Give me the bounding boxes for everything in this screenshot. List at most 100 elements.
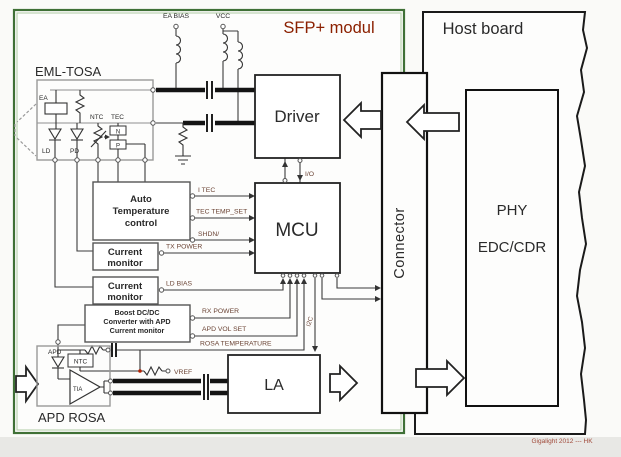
atc-signal-lines — [195, 195, 253, 241]
eml-tosa-box — [36, 79, 154, 161]
boost-box — [84, 304, 191, 343]
ld-label: LD — [42, 148, 51, 155]
boost-label-line3: Current monitor — [110, 326, 165, 335]
current-monitor-2-box — [92, 276, 159, 305]
capacitor-tx-plus — [206, 81, 213, 99]
block-arrow-phy-to-connector — [405, 102, 460, 142]
atc-box — [92, 181, 191, 241]
pd-label: PD — [70, 148, 79, 155]
signal-i2c: I2C — [305, 316, 315, 328]
capacitor-rosa — [111, 343, 117, 357]
signal-io: I/O — [305, 171, 314, 178]
phy-box — [465, 89, 559, 407]
bottom-gray-band — [0, 437, 621, 457]
block-arrow-connector-to-phy — [415, 358, 466, 398]
monitor-signals — [116, 250, 381, 352]
io-down-arrow-icon — [297, 175, 303, 181]
ld-bias-arrow-icon — [280, 278, 286, 284]
boost-label-line1: Boost DC/DC — [114, 308, 159, 317]
bias-network — [175, 29, 244, 123]
current-monitor-1-line1: Current — [108, 247, 143, 258]
tia-outputs — [100, 380, 110, 394]
atc-label-line3: control — [125, 218, 157, 229]
connector-label: Connector — [392, 207, 408, 278]
diode-ld — [48, 128, 62, 141]
capacitor-tx-minus — [206, 114, 213, 132]
atc-label-line2: Temperature — [113, 206, 170, 217]
la-box — [227, 354, 321, 414]
rosa-ntc-label: NTC — [74, 359, 88, 366]
signal-tec-temp-set: TEC TEMP_SET — [196, 209, 247, 216]
block-arrow-connector-to-driver — [342, 100, 382, 140]
tec-temp-set-arrow-icon — [249, 215, 255, 221]
eml-tosa-internals — [37, 89, 153, 160]
atc-mcu-signals — [195, 193, 255, 243]
mcu-label: MCU — [275, 220, 318, 241]
tec-n-label: N — [116, 130, 120, 136]
lens-icon — [14, 103, 37, 157]
rx-power-line — [195, 280, 291, 319]
junction-dot — [138, 369, 142, 373]
ground-icon — [175, 155, 191, 165]
rosa-temp-line — [116, 280, 305, 351]
optical-input-arrow — [15, 364, 40, 404]
signal-ld-bias: LD BIAS — [166, 281, 193, 288]
host-board-title: Host board — [443, 20, 524, 38]
io-up-arrow-icon — [282, 161, 288, 167]
thermistor-arrow — [90, 130, 107, 148]
apd-rosa-box — [36, 345, 111, 407]
inductor-ea-bias — [175, 35, 182, 64]
block-arrow-la-to-connector — [329, 363, 359, 403]
diode-ld-bar — [49, 139, 61, 160]
current-monitor-1-line2: monitor — [107, 258, 143, 269]
terminals — [52, 23, 340, 396]
thermistor-ntc — [92, 123, 104, 160]
resistor-tosa — [74, 90, 86, 123]
apd-label: APD — [48, 349, 62, 356]
tia-amplifier — [69, 368, 102, 406]
inductor-vcc-1 — [222, 33, 229, 62]
ntc-label: NTC — [90, 114, 104, 121]
shdn-arrow-icon — [249, 237, 255, 243]
tx-power-arrow-icon — [249, 250, 255, 256]
driver-box — [254, 74, 341, 159]
current-monitor-1-box — [92, 242, 159, 271]
mcu-conn-arrow1-icon — [375, 285, 381, 291]
capacitor-rx — [203, 374, 209, 400]
ntc-tec-arrow-icon — [105, 134, 110, 140]
mcu-conn-arrow2-icon — [375, 296, 381, 302]
signal-i-tec: I TEC — [198, 187, 215, 194]
signal-rosa-temperature: ROSA TEMPERATURE — [200, 341, 272, 348]
i-tec-arrow-icon — [249, 193, 255, 199]
rx-diff-lines — [113, 374, 228, 400]
rx-lines — [113, 378, 228, 396]
apd-vol-set-line — [195, 280, 298, 337]
ea-bias-label: EA BIAS — [163, 13, 190, 20]
inductor-vcc-2 — [237, 41, 244, 70]
signal-apd-vol-set: APD VOL SET — [202, 326, 246, 333]
i2c-arrow-icon — [312, 346, 318, 352]
la-label: LA — [264, 377, 284, 394]
signal-shdn: SHDN/ — [198, 231, 219, 238]
diode-pd — [70, 128, 84, 141]
tec-p-label: P — [116, 144, 120, 150]
tec-leads — [117, 123, 146, 160]
rx-power-arrow-icon — [287, 278, 293, 284]
tec-label: TEC — [111, 114, 124, 121]
ea-label: EA — [39, 95, 48, 102]
vcc-label: VCC — [216, 13, 230, 20]
tosa-pin-wires — [54, 162, 146, 288]
rosa-temp-arrow-icon — [301, 278, 307, 284]
resistor-termination — [177, 123, 189, 156]
signal-tx-power: TX POWER — [166, 244, 202, 251]
current-monitor-2-line1: Current — [108, 281, 143, 292]
tx-diff-lines — [156, 81, 255, 165]
current-monitor-2-line2: monitor — [107, 292, 143, 303]
ea-modulator — [44, 102, 68, 115]
apd-vol-set-arrow-icon — [294, 278, 300, 284]
eml-tosa-label: EML-TOSA — [35, 64, 102, 79]
apd-leads — [57, 350, 70, 380]
diode-apd — [51, 356, 65, 369]
